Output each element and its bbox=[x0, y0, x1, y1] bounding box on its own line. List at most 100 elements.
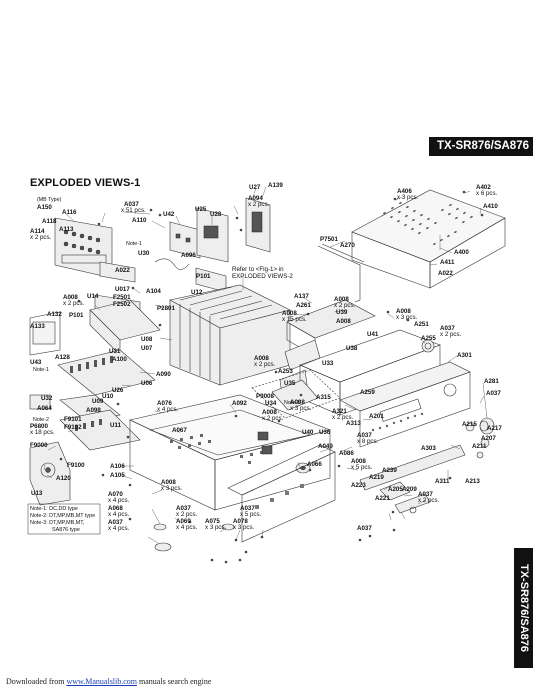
label-a215: A215 bbox=[462, 421, 477, 428]
label-u25: U25 bbox=[195, 206, 207, 213]
label-a301: A301 bbox=[457, 352, 472, 359]
label-a150: A150 bbox=[37, 204, 52, 211]
heatsink-block bbox=[169, 284, 291, 386]
label-p9008: P9008 bbox=[256, 393, 274, 400]
knob-a281 bbox=[479, 417, 495, 435]
note1-text: Note-1: DC,DD type bbox=[30, 506, 78, 512]
optional-board-p9008 bbox=[251, 369, 341, 419]
label-a213: A213 bbox=[465, 478, 480, 485]
label-a255: A255 bbox=[421, 335, 436, 342]
front-panel-a301 bbox=[339, 361, 471, 448]
label-u07: U07 bbox=[141, 345, 153, 352]
label-u13: U13 bbox=[31, 490, 43, 497]
label-a411: A411 bbox=[440, 259, 455, 266]
label-a008-b-qty: x 15 pcs. bbox=[282, 316, 307, 323]
label-a037-b2: A037 bbox=[176, 505, 191, 512]
label-a037-b4-qty: x 2 pcs. bbox=[418, 497, 440, 504]
label-a128: A128 bbox=[55, 354, 70, 361]
label-a069-qty: x 4 pcs. bbox=[176, 524, 198, 531]
label-a037-r1-qty: x 2 pcs. bbox=[440, 331, 462, 338]
label-note2: Note-2 bbox=[33, 417, 49, 423]
label-a209: A209 bbox=[402, 486, 417, 493]
label-a008-a: A008 bbox=[63, 294, 78, 301]
label-a114-qty: x 2 pcs. bbox=[30, 234, 52, 241]
note3-text-b: SA876 type bbox=[52, 527, 80, 533]
label-u30: U30 bbox=[138, 250, 150, 257]
label-a008-f-qty: x 2 pcs. bbox=[254, 361, 276, 368]
footer-link[interactable]: www.Manualslib.com bbox=[66, 677, 138, 686]
label-a118: A118 bbox=[42, 218, 57, 225]
label-a037-b3-qty: x 5 pcs. bbox=[240, 511, 262, 518]
label-a008-a-qty: x 2 pcs. bbox=[63, 300, 85, 307]
label-a116: A116 bbox=[62, 209, 77, 216]
label-u12: U12 bbox=[191, 289, 203, 296]
label-a223: A223 bbox=[351, 482, 366, 489]
label-p7501: P7501 bbox=[320, 236, 338, 243]
label-a114: A114 bbox=[30, 228, 45, 235]
label-u09: U09 bbox=[92, 398, 104, 405]
label-a133: A133 bbox=[30, 323, 45, 330]
refer-note-line1: Refer to <Fig-1> in bbox=[232, 266, 284, 273]
label-a311: A311 bbox=[435, 478, 450, 485]
label-a008-g-qty: x 2 pcs. bbox=[262, 415, 284, 422]
board-a100 bbox=[57, 349, 156, 396]
model-badge: TX-SR876/SA876 bbox=[429, 137, 533, 156]
label-a321: A321 bbox=[332, 408, 347, 415]
label-a008-b: A008 bbox=[282, 310, 297, 317]
label-a037-r3: A037 bbox=[357, 432, 372, 439]
label-a105: A105 bbox=[110, 472, 125, 479]
label-u43: U43 bbox=[30, 359, 42, 366]
label-u32: U32 bbox=[41, 395, 53, 402]
label-p6800-qty: x 18 pcs. bbox=[30, 429, 55, 436]
label-a037-r1: A037 bbox=[440, 325, 455, 332]
label-a066: A066 bbox=[307, 461, 322, 468]
note2-text: Note-2: DT,MP,MB,MT type bbox=[30, 513, 95, 519]
label-a094-qty: x 2 pcs. bbox=[248, 201, 270, 208]
label-f9100: F9100 bbox=[67, 462, 85, 469]
label-u11: U11 bbox=[110, 422, 122, 429]
power-board-f9000 bbox=[29, 441, 71, 506]
label-a253: A253 bbox=[278, 368, 293, 375]
bracket-p7501 bbox=[317, 243, 365, 303]
board-u25-u28 bbox=[196, 207, 229, 263]
label-p101-left: P101 bbox=[69, 312, 84, 319]
label-a106: A106 bbox=[110, 463, 125, 470]
label-a078-qty: x 3 pcs. bbox=[233, 524, 255, 531]
label-a120: A120 bbox=[56, 475, 71, 482]
label-a049: A049 bbox=[318, 443, 333, 450]
label-note3: Note-3 bbox=[284, 400, 300, 406]
rear-panel-a049 bbox=[227, 444, 336, 543]
refer-note-line2: EXPLODED VIEWS-2 bbox=[232, 273, 293, 280]
part-labels: (MB Type) A150 A116 A037 x 51 pcs. A118 … bbox=[30, 182, 502, 533]
label-a221: A221 bbox=[375, 495, 390, 502]
label-a037-b2-qty: x 2 pcs. bbox=[176, 511, 198, 518]
label-f9102: F9102 bbox=[64, 424, 82, 431]
label-u34: U34 bbox=[265, 400, 277, 407]
footer-prefix: Downloaded from bbox=[6, 677, 67, 686]
label-u41: U41 bbox=[367, 331, 379, 338]
label-a037-b1-qty: x 4 pcs. bbox=[108, 525, 130, 532]
label-p101-top: P101 bbox=[196, 273, 211, 280]
rear-jack-panel-mb bbox=[54, 217, 113, 279]
label-a070-qty: x 4 pcs. bbox=[108, 497, 130, 504]
label-a008-j: A008 bbox=[290, 399, 305, 406]
label-a075: A075 bbox=[205, 518, 220, 525]
door-a303 bbox=[359, 444, 466, 491]
label-f2502: F2502 bbox=[113, 301, 131, 308]
label-a259: A259 bbox=[360, 389, 375, 396]
label-a008-g: A008 bbox=[262, 409, 277, 416]
label-a217: A217 bbox=[487, 425, 502, 432]
notes-box bbox=[27, 503, 101, 535]
label-a104: A104 bbox=[146, 288, 161, 295]
main-chassis bbox=[129, 394, 331, 511]
label-a037-r3-qty: x 8 pcs. bbox=[357, 438, 379, 445]
board-u42 bbox=[169, 221, 201, 259]
label-p2801: P2801 bbox=[157, 305, 175, 312]
label-u39: U39 bbox=[336, 309, 348, 316]
screws bbox=[59, 190, 484, 564]
note3-text-a: Note-3: DT,MP,MB,MT, bbox=[30, 520, 85, 526]
label-a078: A078 bbox=[233, 518, 248, 525]
page-title: EXPLODED VIEWS-1 bbox=[30, 177, 141, 189]
label-a139: A139 bbox=[268, 182, 283, 189]
